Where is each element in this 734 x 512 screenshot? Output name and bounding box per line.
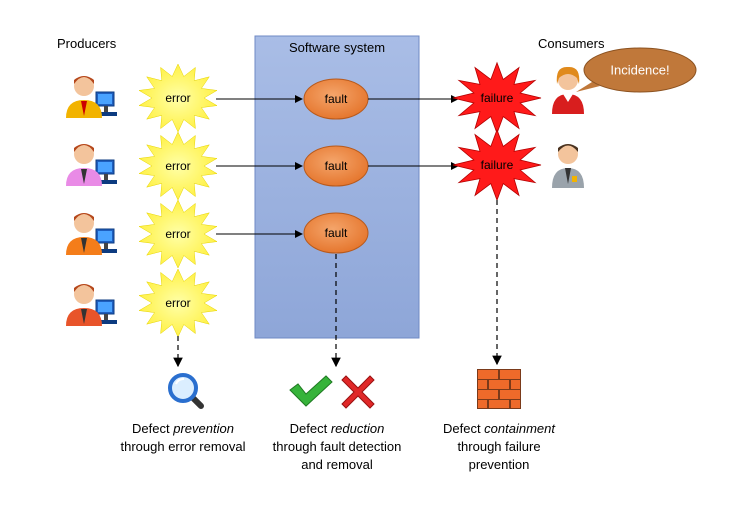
person-at-computer-icon (66, 213, 117, 255)
prevention-caption: Defect prevention through error removal (108, 420, 258, 456)
containment-caption: Defect containment through failure preve… (424, 420, 574, 474)
speech-bubble-text: Incidence! (610, 62, 669, 77)
error-burst-1: error (138, 63, 218, 133)
producer-3 (66, 213, 117, 255)
containment-caption-keyword: containment (484, 421, 555, 436)
consumer-1-person-icon (552, 66, 584, 114)
failure-burst-1: failure (452, 61, 542, 135)
fault-1: fault (303, 78, 369, 120)
failure-label-1: failure (481, 91, 514, 105)
error-burst-2: error (138, 131, 218, 201)
consumer-2-person-icon (552, 144, 584, 188)
reduction-caption-line3: and removal (301, 457, 373, 472)
producer-4 (66, 284, 117, 326)
fault-label-1: fault (325, 92, 348, 106)
consumers-header: Consumers (538, 36, 605, 51)
person-at-computer-icon (66, 144, 117, 186)
fault-label-3: fault (325, 226, 348, 240)
error-label-1: error (165, 91, 190, 105)
person-at-computer-icon (66, 76, 117, 118)
error-burst-3: error (138, 199, 218, 269)
producer-1 (66, 76, 117, 118)
speech-bubble: Incidence! (576, 47, 697, 93)
reduction-caption-prefix: Defect (289, 421, 331, 436)
magnifier-icon (168, 373, 204, 409)
reduction-caption: Defect reduction through fault detection… (262, 420, 412, 474)
error-burst-4: error (138, 268, 218, 338)
failure-burst-2: failure (452, 128, 542, 202)
containment-caption-line3: prevention (468, 457, 530, 472)
brick-wall-icon (477, 369, 521, 409)
error-label-2: error (165, 159, 190, 173)
reduction-caption-keyword: reduction (330, 421, 385, 436)
person-at-computer-icon (66, 284, 117, 326)
producer-2 (66, 144, 117, 186)
reduction-caption-line2: through fault detection (272, 439, 402, 454)
fault-label-2: fault (325, 159, 348, 173)
prevention-caption-prefix: Defect (132, 421, 174, 436)
prevention-caption-keyword: prevention (173, 421, 234, 436)
fault-3: fault (303, 212, 369, 254)
cross-icon (341, 375, 375, 409)
fault-2: fault (303, 145, 369, 187)
producers-header: Producers (57, 36, 117, 51)
checkmark-icon (289, 375, 333, 407)
failure-label-2: failure (481, 158, 514, 172)
software-system-title: Software system (289, 40, 385, 55)
containment-caption-prefix: Defect (442, 421, 485, 436)
prevention-caption-line2: through error removal (120, 439, 246, 454)
containment-caption-line2: through failure (457, 439, 541, 454)
error-label-3: error (165, 227, 190, 241)
error-label-4: error (165, 296, 190, 310)
